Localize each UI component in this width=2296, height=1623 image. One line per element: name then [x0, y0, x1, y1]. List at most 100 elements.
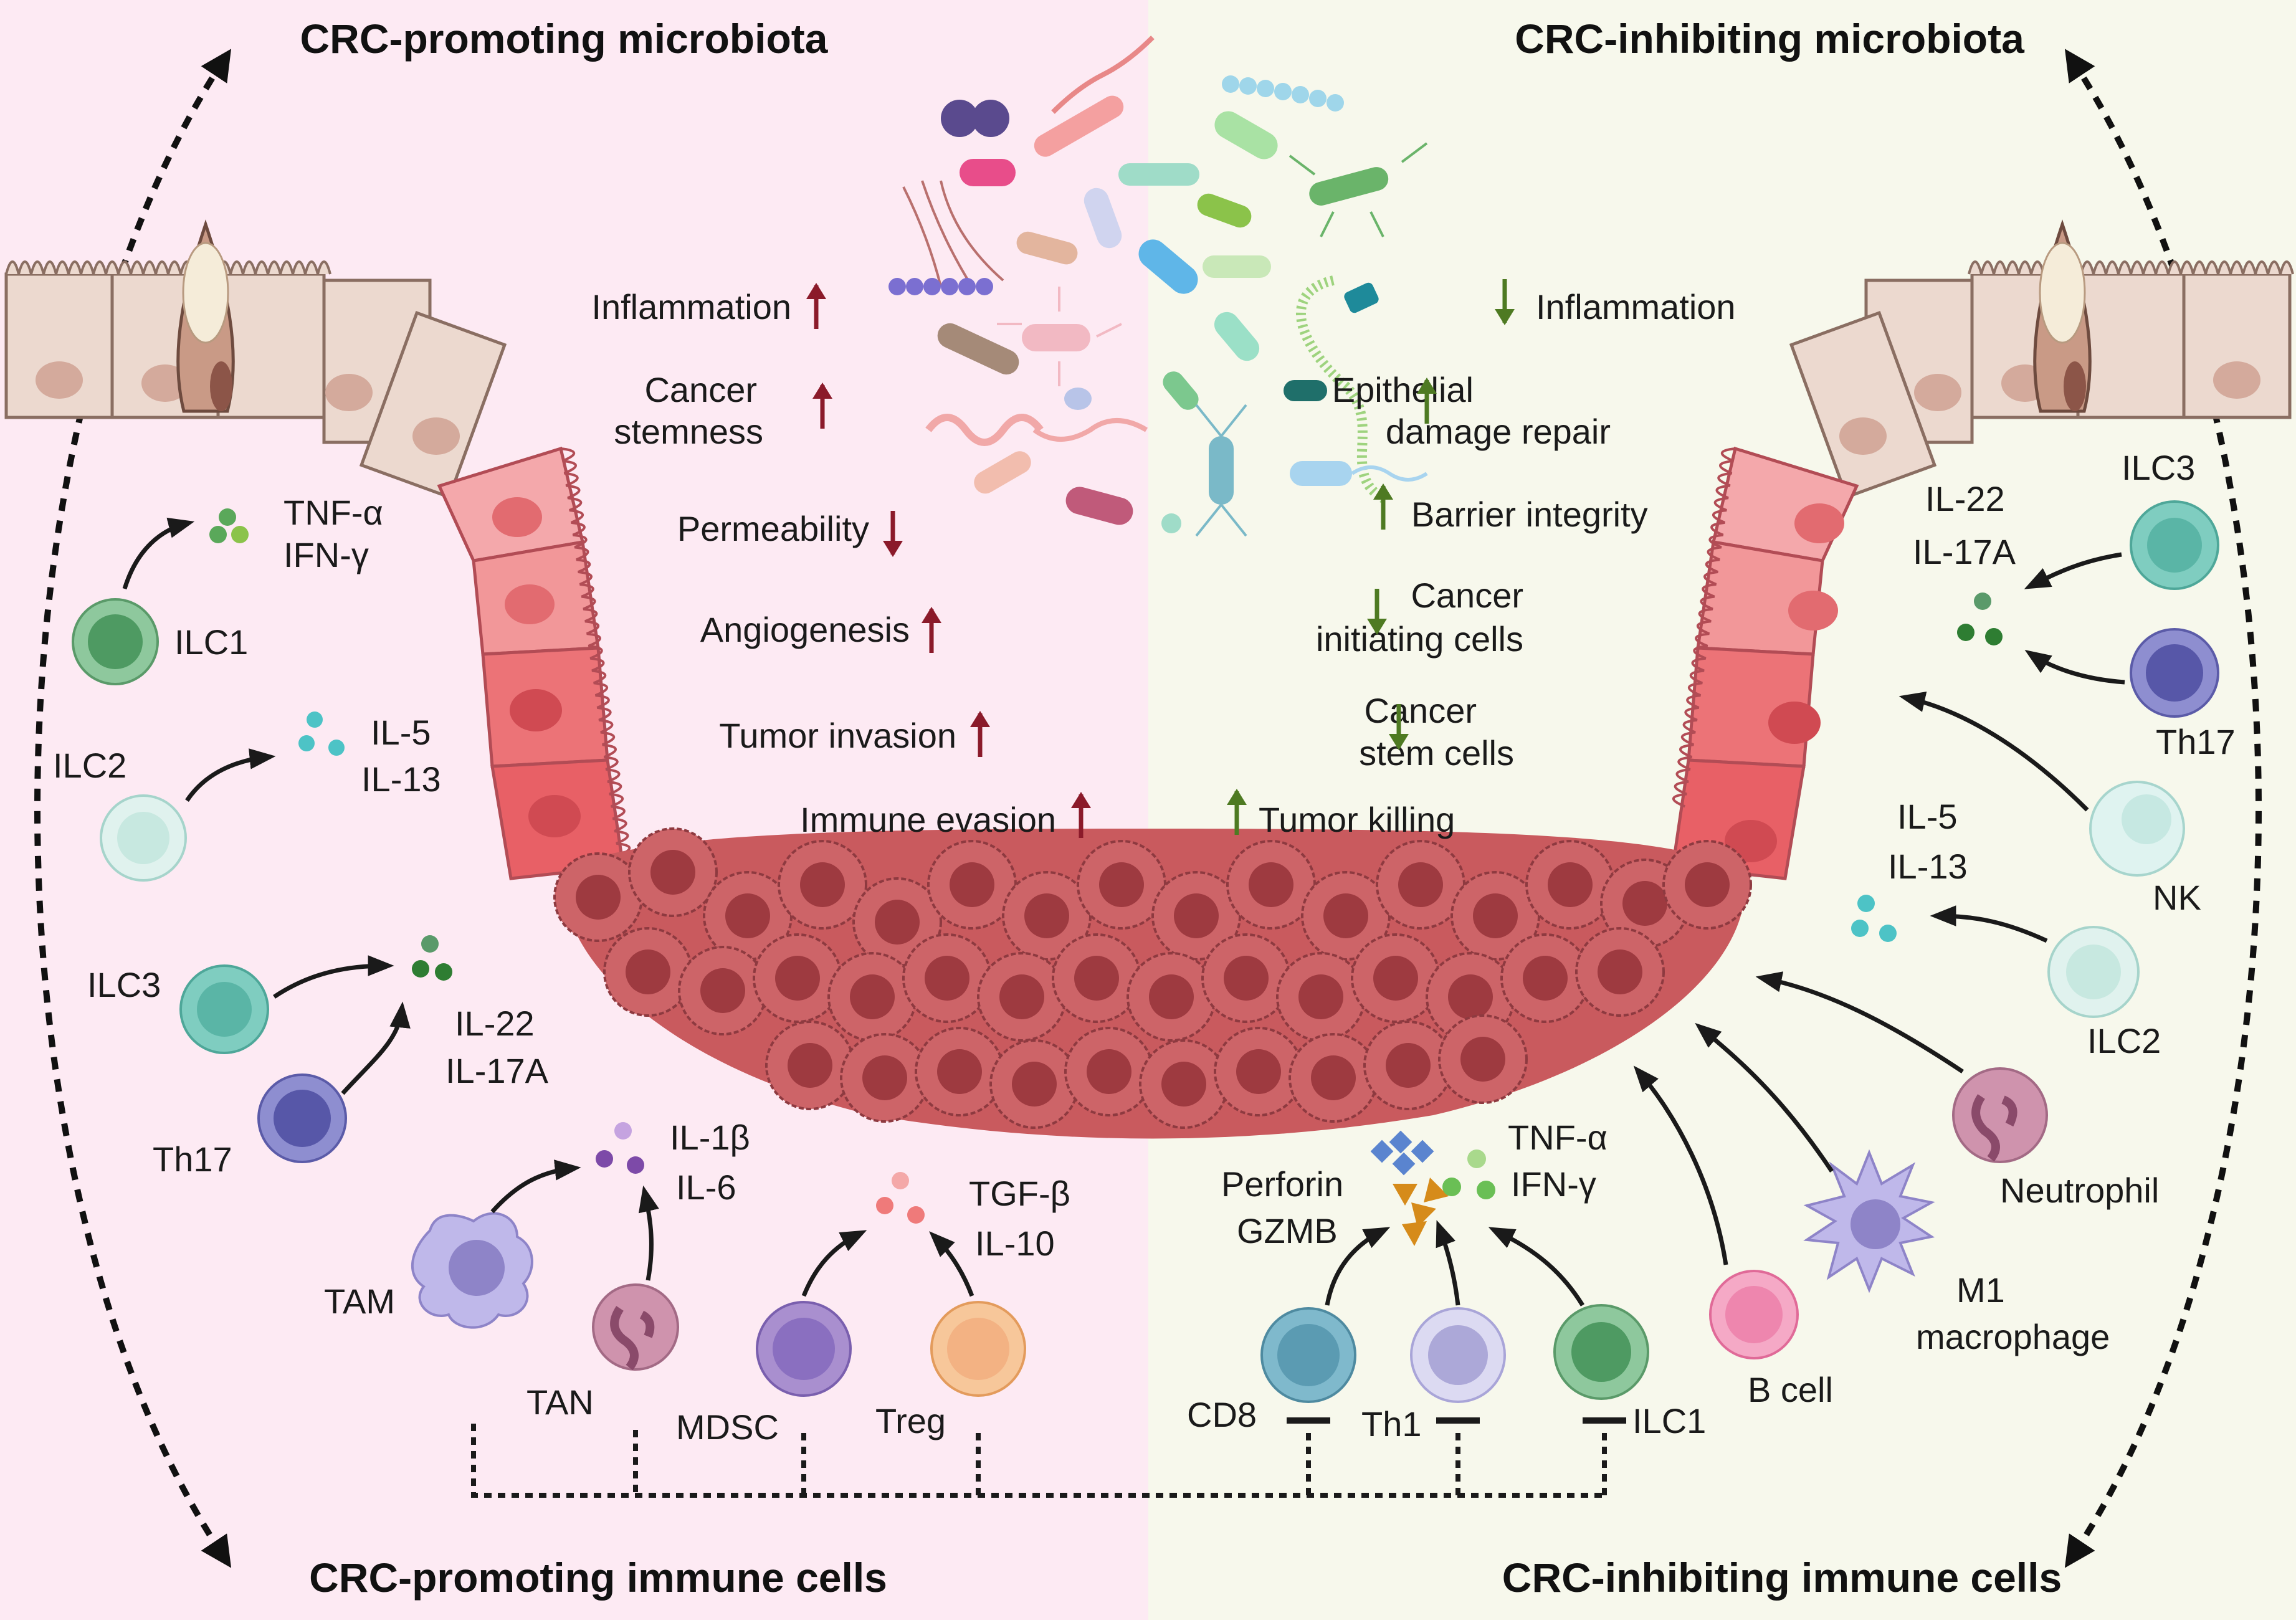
effect-right-label: Epithelial: [1332, 370, 1474, 409]
tumor-cell-nucleus: [1473, 893, 1518, 938]
microvilli-left-wall: [560, 447, 631, 857]
tumor-cell-nucleus: [576, 875, 621, 920]
tam-cell: [411, 1212, 533, 1329]
treg-cytokine-a: TGF-β: [969, 1174, 1070, 1213]
right-th17-label: Th17: [2156, 722, 2236, 761]
microvilli-right-wall: [1672, 447, 1736, 808]
arrow-head-down: [1495, 309, 1515, 325]
tumor-cell-nucleus: [1087, 1049, 1131, 1094]
effect-left-label: Permeability: [677, 509, 869, 548]
tumor-cell-nucleus: [1012, 1062, 1057, 1107]
cd8-label: CD8: [1187, 1395, 1257, 1434]
microbiota-cluster: [888, 36, 1428, 537]
colon-epithelium: [4, 219, 2294, 880]
effect-right-label: Cancer: [1411, 576, 1523, 615]
th1-label: Th1: [1361, 1404, 1422, 1444]
left-ilc2-cell: [100, 794, 187, 882]
arrow-head-down: [1367, 619, 1387, 635]
left-th17-cell: [257, 1073, 347, 1163]
neutrophil-label: Neutrophil: [2000, 1171, 2159, 1210]
effect-left-label-2: stemness: [614, 412, 763, 451]
tumor-cell-nucleus: [925, 956, 969, 1001]
right-ilc2-label: ILC2: [2087, 1021, 2161, 1060]
th1-cell: [1410, 1307, 1506, 1403]
tumor-cell-nucleus: [700, 968, 745, 1013]
tumor-cell-nucleus: [1523, 956, 1568, 1001]
tumor-cell-nucleus: [875, 900, 920, 945]
effect-left-label: Cancer: [644, 370, 757, 409]
left-ilc3-cytokine-a: IL-22: [455, 1004, 535, 1043]
nk-cell: [2089, 781, 2185, 877]
arrow-head-up: [812, 383, 832, 399]
tan-cell: [592, 1283, 679, 1371]
tumor-cell-nucleus: [1448, 974, 1493, 1019]
left-ilc1-cytokine-a: TNF-α: [283, 493, 383, 532]
right-ilc1-cell: [1553, 1304, 1649, 1400]
arrow-head-up: [806, 283, 826, 299]
right-immune-cells: ILC3 IL-22 IL-17A Th17 NK IL-5 IL-13 ILC…: [1187, 448, 2236, 1444]
left-ilc1-label: ILC1: [174, 622, 248, 662]
effect-right-label-2: stem cells: [1359, 733, 1514, 773]
left-th17-label: Th17: [153, 1140, 232, 1179]
tumor-cell-nucleus: [1311, 1055, 1356, 1100]
effect-right-label: Cancer: [1364, 691, 1477, 730]
perforin-label: Perforin: [1221, 1164, 1343, 1204]
effect-right-label-2: damage repair: [1386, 412, 1611, 451]
right-tnf-label: TNF-α: [1508, 1118, 1608, 1157]
header-inhibiting-immune: CRC-inhibiting immune cells: [1502, 1554, 2062, 1601]
header-inhibiting-microbiota: CRC-inhibiting microbiota: [1515, 16, 2025, 62]
tumor-cell-nucleus: [1548, 862, 1593, 907]
tumor-cell-nucleus: [1149, 974, 1194, 1019]
tumor-cell-nucleus: [1174, 893, 1219, 938]
tumor-cell-nucleus: [1386, 1043, 1431, 1088]
left-ilc1-cell: [72, 598, 159, 685]
right-ilc3-cytokine-a: IL-22: [1925, 479, 2005, 518]
nk-label: NK: [2153, 878, 2201, 917]
header-promoting-microbiota: CRC-promoting microbiota: [300, 16, 829, 62]
effect-right-label-2: initiating cells: [1316, 619, 1523, 659]
arrow-head-down: [883, 541, 903, 557]
effect-right-label: Tumor killing: [1259, 800, 1455, 839]
tan-label: TAN: [526, 1383, 594, 1422]
m1-macrophage-cell: [1803, 1149, 1935, 1293]
tumor-cell-nucleus: [788, 1043, 832, 1088]
right-ilc2-cytokine-a: IL-5: [1897, 797, 1958, 836]
m1-label-b: macrophage: [1916, 1317, 2110, 1356]
gzmb-label: GZMB: [1237, 1211, 1338, 1250]
effect-left-label: Tumor invasion: [719, 716, 956, 755]
right-ilc1-label: ILC1: [1632, 1401, 1706, 1440]
left-ilc2-label: ILC2: [53, 746, 126, 785]
tumor-cell-nucleus: [1398, 862, 1443, 907]
b-cell: [1709, 1270, 1799, 1359]
tumor-cell-nucleus: [1685, 862, 1730, 907]
tam-cytokine-b: IL-6: [676, 1168, 736, 1207]
mdsc-cell: [756, 1301, 852, 1397]
arrow-head-down: [1389, 734, 1409, 750]
arrow-head-up: [970, 711, 990, 727]
arrow-head-up: [1417, 378, 1437, 394]
tumor-cell-nucleus: [1622, 881, 1667, 926]
effect-left-label: Inflammation: [591, 287, 791, 326]
tumor-cell-nucleus: [626, 950, 670, 994]
tam-label: TAM: [324, 1282, 395, 1321]
right-ilc3-cytokine-b: IL-17A: [1913, 532, 2016, 571]
effect-right-label: Inflammation: [1536, 287, 1736, 326]
tumor-cell-nucleus: [950, 862, 994, 907]
cd8-cell: [1260, 1307, 1356, 1403]
tumor-cell-nucleus: [1598, 950, 1642, 994]
m1-label-a: M1: [1956, 1270, 2005, 1310]
tumor-cell-nucleus: [850, 974, 895, 1019]
tumor-cell-nucleus: [1224, 956, 1269, 1001]
tumor-cell-nucleus: [862, 1055, 907, 1100]
microvilli-left: [5, 260, 331, 275]
tumor-cell-nucleus: [800, 862, 845, 907]
tumor-cell-nucleus: [1298, 974, 1343, 1019]
header-promoting-immune: CRC-promoting immune cells: [309, 1554, 887, 1601]
tumor-cell-nucleus: [1161, 1062, 1206, 1107]
tumor-cell-nucleus: [1024, 893, 1069, 938]
left-ilc3-cell: [179, 964, 269, 1054]
effect-left-label: Angiogenesis: [700, 610, 910, 649]
